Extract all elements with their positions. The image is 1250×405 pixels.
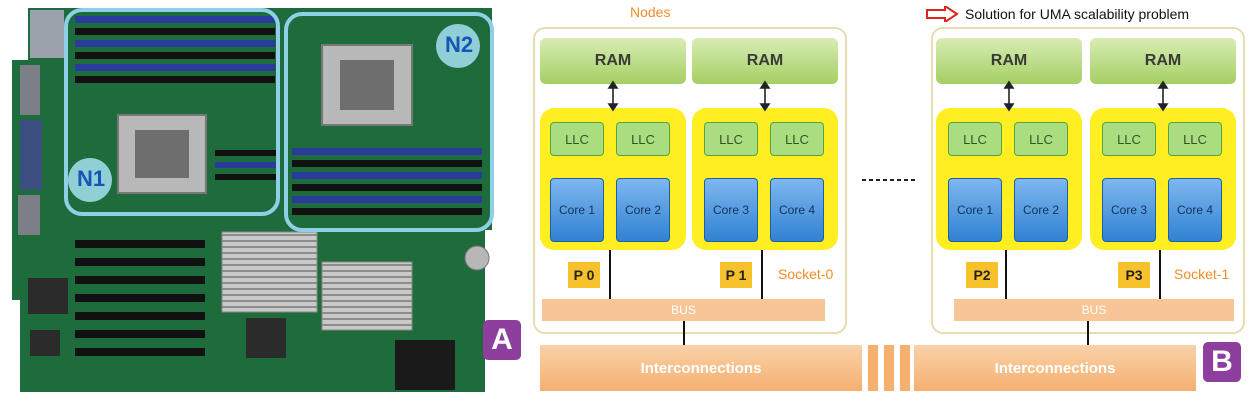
chipset-heatsink	[221, 231, 318, 313]
core-block: Core 1	[948, 178, 1002, 242]
socket-label: Socket-1	[1174, 266, 1230, 282]
n2-circle	[436, 24, 480, 68]
llc-block: LLC	[1168, 122, 1222, 156]
llc-block: LLC	[616, 122, 670, 156]
interconnect-segment	[884, 345, 894, 391]
red-arrow-icon	[926, 6, 959, 22]
pcie-slots	[75, 240, 205, 356]
llc-block: LLC	[1102, 122, 1156, 156]
bus-bar: BUS	[542, 299, 825, 321]
interconnect-segment	[868, 345, 878, 391]
legend-text: Solution for UMA scalability problem	[965, 6, 1190, 22]
n1-circle	[68, 158, 112, 202]
bus-bar: BUS	[954, 299, 1234, 321]
ram-block: RAM	[1090, 38, 1236, 84]
processor-label: P 1	[720, 262, 752, 288]
motherboard-photo: N1 N2	[0, 0, 500, 400]
ram-block: RAM	[540, 38, 686, 84]
processor-label: P 0	[568, 262, 600, 288]
processor-label: P3	[1118, 262, 1150, 288]
ram-block: RAM	[692, 38, 838, 84]
core-block: Core 4	[1168, 178, 1222, 242]
core-block: Core 1	[550, 178, 604, 242]
core-block: Core 3	[1102, 178, 1156, 242]
node-1-outline	[64, 8, 280, 216]
interconnect-bar: Interconnections	[914, 345, 1196, 391]
interconnect-bar: Interconnections	[540, 345, 862, 391]
llc-block: LLC	[1014, 122, 1068, 156]
n2-memory-slots	[292, 148, 482, 215]
motherboard-illustration	[12, 8, 494, 392]
node-2-outline	[284, 12, 494, 232]
socket-label: Socket-0	[778, 266, 834, 282]
panel-a-badge: A	[483, 320, 521, 360]
interconnect-segment	[900, 345, 910, 391]
processor-label: P2	[966, 262, 998, 288]
nodes-title: Nodes	[630, 4, 671, 20]
core-block: Core 4	[770, 178, 824, 242]
panel-b-badge: B	[1203, 342, 1241, 382]
llc-block: LLC	[550, 122, 604, 156]
llc-block: LLC	[770, 122, 824, 156]
n1-memory-slots	[75, 16, 275, 83]
llc-block: LLC	[948, 122, 1002, 156]
n1-label: N1	[76, 166, 106, 191]
core-block: Core 2	[1014, 178, 1068, 242]
core-block: Core 2	[616, 178, 670, 242]
core-block: Core 3	[704, 178, 758, 242]
ram-block: RAM	[936, 38, 1082, 84]
n2-label: N2	[444, 32, 474, 57]
llc-block: LLC	[704, 122, 758, 156]
legend: Solution for UMA scalability problem	[925, 4, 1189, 24]
